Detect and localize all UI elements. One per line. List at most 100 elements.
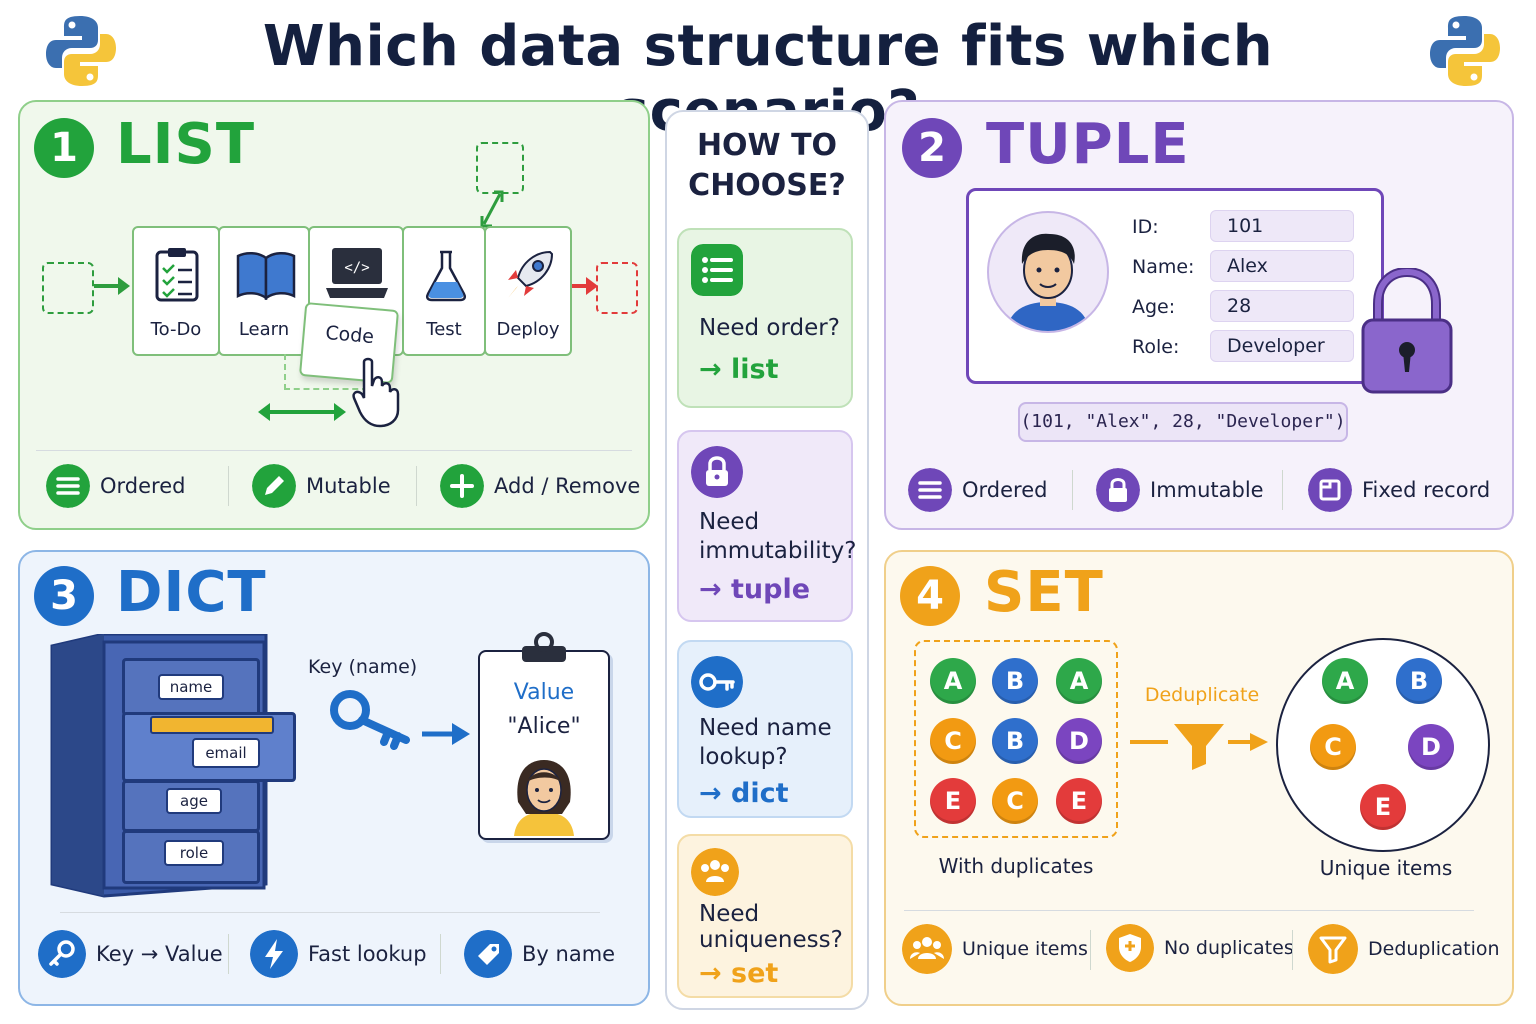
choose-title-line2: CHOOSE? — [688, 168, 846, 203]
set-ball: E — [930, 778, 976, 824]
python-logo-right-icon — [1430, 16, 1500, 86]
choose-question: immutability? — [699, 538, 857, 564]
lock-icon — [1096, 468, 1140, 512]
list-feature-add-remove: Add / Remove — [440, 464, 640, 508]
set-number-badge: 4 — [900, 566, 960, 626]
funnel-icon — [1130, 724, 1268, 770]
list-insert-arrow-icon — [480, 190, 504, 228]
dict-drawer-label-role: role — [164, 840, 224, 866]
plus-icon — [440, 464, 484, 508]
dict-feature-divider — [440, 934, 441, 974]
people-icon — [902, 924, 952, 974]
list-append-arrow-icon — [94, 277, 130, 295]
tuple-number-badge: 2 — [902, 118, 962, 178]
list-remove-slot-right — [596, 262, 638, 314]
set-left-caption: With duplicates — [938, 854, 1094, 878]
set-feature-no-duplicates: No duplicates — [1106, 924, 1294, 972]
list-title: LIST — [116, 112, 256, 177]
tuple-feature-divider — [1072, 470, 1073, 510]
choose-card-list: Need order? → list — [677, 228, 853, 408]
dict-drawer-label-name: name — [158, 674, 224, 700]
list-card-label: Code — [324, 321, 375, 349]
list-lines-icon — [908, 468, 952, 512]
svg-text:</>: </> — [344, 260, 369, 276]
key-circle-icon — [38, 930, 86, 978]
tuple-field-label-role: Role: — [1132, 336, 1180, 358]
choose-question: Need — [699, 901, 760, 927]
set-unique-ball: E — [1360, 784, 1406, 830]
python-logo-left-icon — [46, 16, 116, 86]
dict-value-title: Value — [513, 680, 575, 705]
set-ball: D — [1056, 718, 1102, 764]
list-card-label: Deploy — [496, 319, 560, 340]
pencil-icon — [252, 464, 296, 508]
set-divider — [904, 910, 1474, 911]
key-icon — [691, 656, 743, 708]
choose-card-dict: Need name lookup? → dict — [677, 640, 853, 818]
dict-drawer-label-email: email — [192, 738, 260, 768]
lock-icon — [691, 446, 743, 498]
set-ball: B — [992, 718, 1038, 764]
set-unique-ball: D — [1408, 724, 1454, 770]
list-card-label: Learn — [238, 319, 290, 340]
woman-avatar-icon — [514, 760, 574, 836]
dict-feature-key-value: Key → Value — [38, 930, 223, 978]
choose-question: lookup? — [699, 744, 788, 770]
list-feature-divider — [416, 466, 417, 506]
set-title: SET — [984, 560, 1104, 625]
book-icon — [236, 252, 296, 300]
flask-icon — [425, 250, 467, 302]
list-insert-slot-top — [476, 142, 524, 194]
person-avatar-icon — [987, 211, 1109, 333]
choose-card-set: Need uniqueness? → set — [677, 834, 853, 998]
tuple-field-label-id: ID: — [1132, 216, 1159, 238]
choose-title-line1: HOW TO — [696, 128, 838, 163]
choose-answer: → list — [699, 354, 779, 385]
tuple-feature-immutable: Immutable — [1096, 468, 1264, 512]
dict-number-badge: 3 — [34, 566, 94, 626]
filter-icon — [1308, 924, 1358, 974]
set-unique-ball: C — [1310, 724, 1356, 770]
tuple-feature-divider — [1282, 470, 1283, 510]
key-icon — [330, 690, 410, 750]
tuple-field-label-name: Name: — [1132, 256, 1195, 278]
tuple-field-value-name: Alex — [1210, 250, 1354, 282]
list-card-label: Test — [426, 319, 462, 340]
dict-drawer-folders — [150, 716, 274, 734]
record-icon — [1308, 468, 1352, 512]
dict-drawer-label-age: age — [166, 788, 222, 814]
set-feature-divider — [1090, 930, 1091, 970]
tuple-field-value-role: Developer — [1210, 330, 1354, 362]
set-dedup-label: Deduplicate — [1144, 684, 1260, 706]
choose-answer: → tuple — [699, 574, 811, 605]
choose-question: Need name — [699, 715, 832, 741]
list-divider — [36, 450, 632, 451]
clipboard-icon — [155, 248, 199, 302]
dict-feature-fast-lookup: Fast lookup — [250, 930, 427, 978]
dict-divider — [60, 912, 600, 913]
tuple-literal: (101, "Alex", 28, "Developer") — [1018, 402, 1348, 442]
list-feature-mutable: Mutable — [252, 464, 391, 508]
tuple-field-value-age: 28 — [1210, 290, 1354, 322]
dict-feature-divider — [228, 934, 229, 974]
set-duplicates-box — [914, 640, 1118, 838]
set-unique-ball: B — [1396, 658, 1442, 704]
list-feature-ordered: Ordered — [46, 464, 185, 508]
set-ball: C — [992, 778, 1038, 824]
list-card-test: Test — [402, 226, 486, 356]
people-icon — [691, 848, 739, 896]
hand-cursor-icon — [352, 357, 400, 428]
list-lines-icon — [691, 244, 743, 296]
list-remove-arrow-icon — [572, 277, 598, 295]
list-append-slot-left — [42, 262, 94, 314]
badge-clip-icon — [522, 632, 566, 662]
list-card-label: To-Do — [150, 319, 202, 340]
set-ball: E — [1056, 778, 1102, 824]
padlock-icon — [1361, 268, 1453, 394]
tuple-title: TUPLE — [986, 112, 1190, 177]
list-lines-icon — [46, 464, 90, 508]
tuple-feature-fixed-record: Fixed record — [1308, 468, 1490, 512]
dict-lookup-arrow-icon — [422, 723, 470, 745]
set-right-caption: Unique items — [1319, 856, 1453, 880]
tuple-field-label-age: Age: — [1132, 296, 1176, 318]
